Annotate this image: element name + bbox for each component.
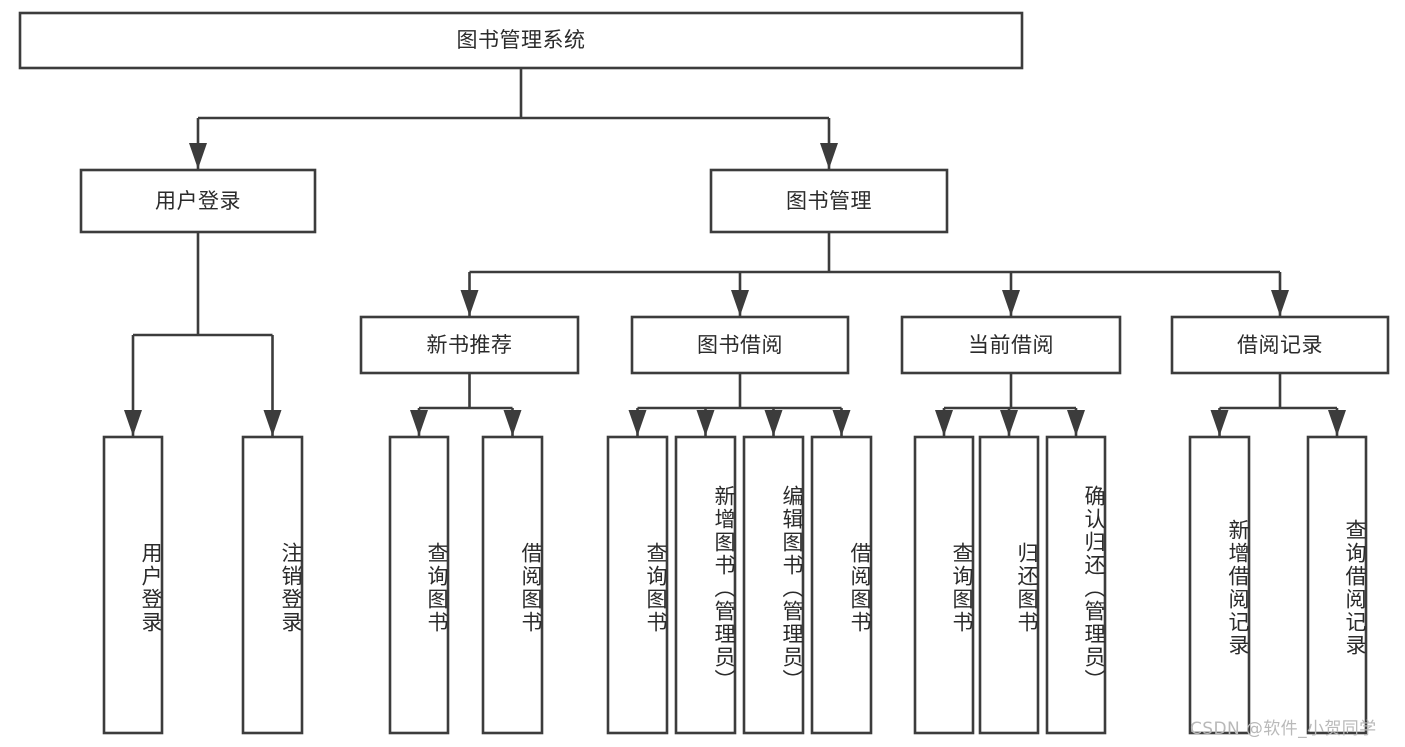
level2-node-box[interactable] [709,168,949,234]
root-node-box[interactable] [18,11,1024,70]
arrow-head-icon [124,410,142,436]
connector-group [124,68,1346,436]
leaf-node-box[interactable] [1306,435,1368,735]
node-rect-group [18,11,1390,735]
leaf-node-box[interactable] [674,435,737,735]
level3-node-box[interactable] [630,315,850,375]
arrow-head-icon [731,290,749,316]
arrow-head-icon [820,143,838,169]
arrow-head-icon [832,410,851,436]
leaf-node-box[interactable] [742,435,805,735]
leaf-node-box[interactable] [1045,435,1107,735]
arrow-head-icon [189,143,207,169]
level3-node-box[interactable] [1170,315,1390,375]
watermark-text: CSDN @软件_小贺同学 [1190,719,1377,739]
arrow-head-icon [503,410,522,436]
arrow-head-icon [935,410,953,436]
arrow-head-icon [1271,290,1289,316]
level2-node-box[interactable] [79,168,317,234]
leaf-node-box[interactable] [241,435,304,735]
leaf-node-box[interactable] [606,435,669,735]
leaf-node-box[interactable] [810,435,873,735]
arrow-head-icon [1000,410,1018,436]
arrow-head-icon [764,410,783,436]
arrow-head-icon [628,410,647,436]
arrow-head-icon [410,410,428,436]
arrow-head-icon [696,410,715,436]
arrow-head-icon [1067,410,1085,436]
arrow-head-icon [263,410,282,436]
arrow-head-icon [460,290,479,316]
arrow-head-icon [1002,290,1020,316]
arrow-head-icon [1210,410,1229,436]
leaf-node-box[interactable] [913,435,975,735]
arrow-head-icon [1328,410,1346,436]
leaf-node-box[interactable] [481,435,544,735]
level3-node-box[interactable] [359,315,580,375]
leaf-node-box[interactable] [388,435,450,735]
level3-node-box[interactable] [900,315,1122,375]
leaf-node-box[interactable] [1188,435,1251,735]
leaf-node-box[interactable] [978,435,1040,735]
leaf-node-box[interactable] [102,435,164,735]
